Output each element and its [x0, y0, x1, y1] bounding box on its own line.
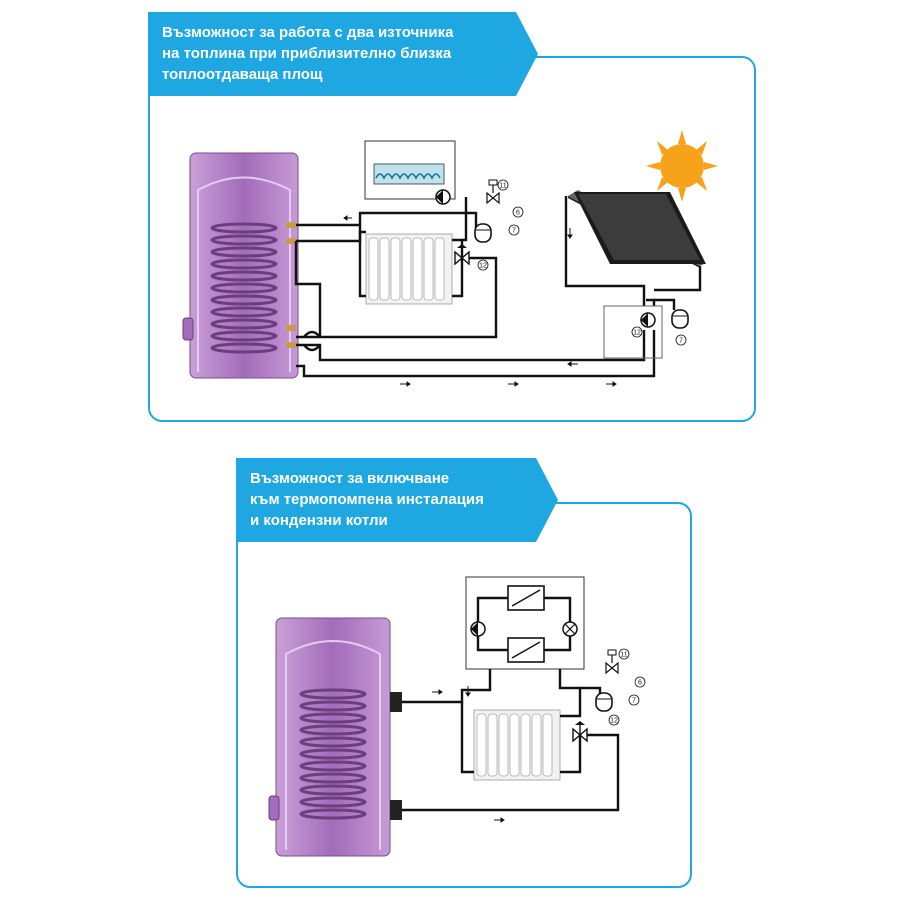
- expansion-vessel-2: [595, 692, 613, 712]
- safety-valve-2: [605, 649, 619, 674]
- component-number: 11: [499, 183, 506, 190]
- pipe-network-1: [294, 196, 702, 378]
- hot-water-tank: [182, 152, 299, 379]
- flow-arrows-2: [432, 686, 505, 823]
- flow-arrows-1: [343, 215, 617, 387]
- solar-station: [603, 305, 663, 359]
- panel-2-heading-line-2: към термопомпена инсталация: [250, 491, 484, 508]
- safety-valve-1: [486, 179, 500, 204]
- hot-water-tank-2: [268, 617, 402, 857]
- boiler-unit: [364, 140, 456, 205]
- expansion-valve-icon: [562, 621, 578, 637]
- component-number: 11: [620, 652, 627, 659]
- expansion-vessel-1: [474, 223, 492, 243]
- banner-shape: [148, 12, 538, 96]
- component-number: 7: [632, 698, 636, 705]
- component-numbers-2: 11 6 7 12: [608, 648, 646, 726]
- compressor-icon: [470, 621, 486, 637]
- component-number: 7: [679, 338, 683, 345]
- solar-collector: [568, 190, 706, 268]
- panel-2-heading-banner: Възможност за включване към термопомпена…: [236, 458, 558, 542]
- radiator-2: [473, 709, 561, 781]
- component-numbers-1: 11 6 7 12 12 7: [477, 179, 687, 346]
- panel-1-heading-banner: Възможност за работа с два източника на …: [148, 12, 538, 96]
- component-number: 7: [512, 228, 516, 235]
- expansion-vessel-solar: [671, 309, 689, 329]
- heat-exchanger-top: [507, 585, 545, 611]
- pipe-network-2: [402, 669, 620, 812]
- sun-icon: [646, 130, 718, 202]
- panel-2-heading-line-3: и кондензни котли: [250, 512, 388, 529]
- component-number: 12: [610, 718, 618, 725]
- panel-1-heading-line-2: на топлина при приблизително близка: [162, 45, 452, 62]
- banner-shape: [236, 458, 558, 542]
- component-number: 6: [638, 680, 642, 687]
- panel-1-heading-line-3: топлоотдаваща площ: [162, 66, 323, 83]
- heat-pump-circuit: [476, 596, 572, 652]
- heat-exchanger-bottom: [507, 637, 545, 663]
- panel-2-heading-line-1: Възможност за включване: [250, 470, 450, 487]
- panel-1-heading-line-1: Възможност за работа с два източника: [162, 24, 454, 41]
- radiator-1: [365, 233, 453, 305]
- component-number: 12: [633, 330, 641, 337]
- component-number: 12: [479, 263, 487, 270]
- component-number: 6: [516, 210, 520, 217]
